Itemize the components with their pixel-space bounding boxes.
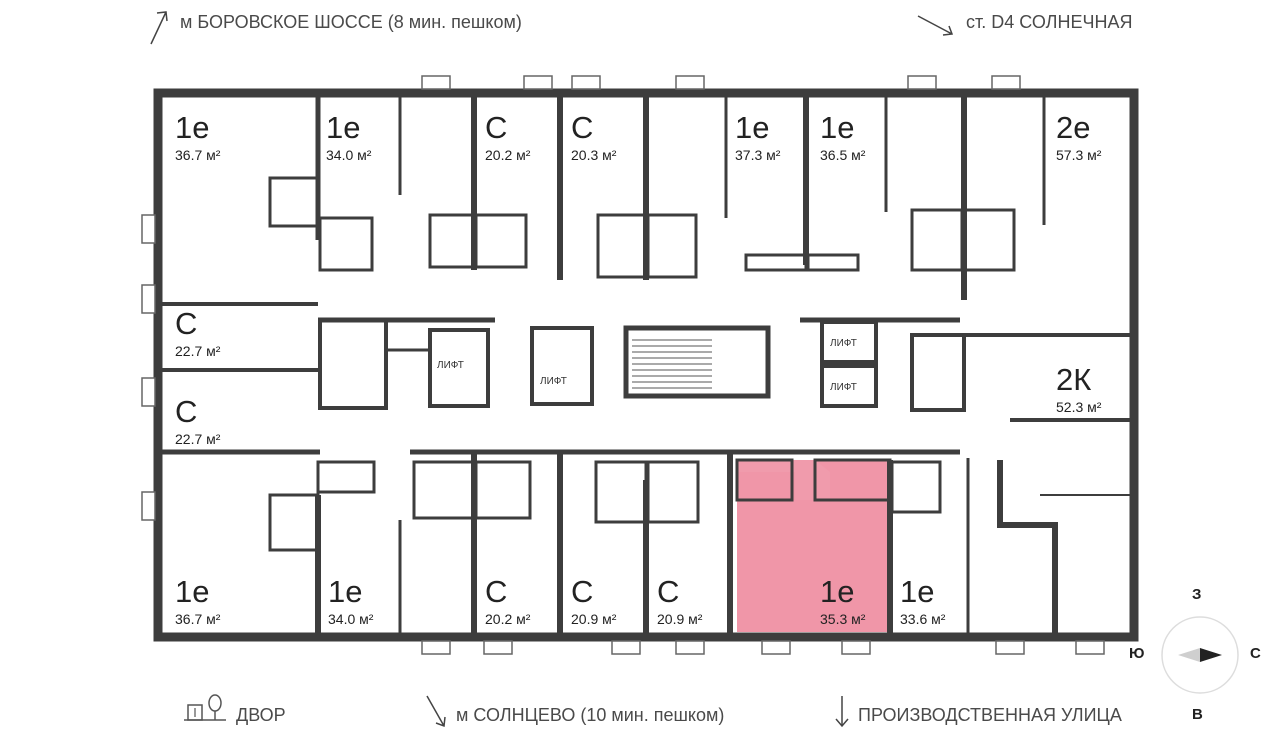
unit-area-label: 33.6 м² xyxy=(900,611,946,627)
unit-area-label: 22.7 м² xyxy=(175,343,221,359)
bathroom xyxy=(596,213,648,279)
compass-south-label: В xyxy=(1192,706,1203,723)
unit-type-label: 1е xyxy=(820,110,854,145)
compass-west-label: Ю xyxy=(1129,645,1145,662)
bathroom xyxy=(412,460,476,520)
unit-area-label: 36.7 м² xyxy=(175,147,221,163)
bathroom xyxy=(813,458,892,502)
unit-type-label: С xyxy=(571,574,593,609)
bathroom xyxy=(890,460,942,514)
bathroom xyxy=(962,208,1016,272)
unit-type-label: С xyxy=(485,574,507,609)
partition xyxy=(997,460,1058,637)
unit-type-label: 2е xyxy=(1056,110,1090,145)
lift-label: ЛИФТ xyxy=(437,360,464,371)
unit-area-label: 20.2 м² xyxy=(485,611,531,627)
unit-type-label: 1е xyxy=(175,574,209,609)
bathroom xyxy=(318,318,388,410)
lift-shaft xyxy=(530,326,594,406)
unit-area-label: 36.5 м² xyxy=(820,147,866,163)
bathroom xyxy=(268,176,320,228)
unit-area-label: 57.3 м² xyxy=(1056,147,1102,163)
arrow-down-icon xyxy=(835,696,849,728)
unit-type-label: 1е xyxy=(175,110,209,145)
unit-area-label: 37.3 м² xyxy=(735,147,781,163)
unit-type-label: 1е xyxy=(328,574,362,609)
unit-area-label: 20.9 м² xyxy=(657,611,703,627)
unit-type-label: 1е xyxy=(326,110,360,145)
bathroom xyxy=(318,216,374,272)
unit-area-label: 22.7 м² xyxy=(175,431,221,447)
unit-type-label: 1е xyxy=(900,574,934,609)
bathroom xyxy=(474,460,532,520)
direction-station-solnechnaya: ст. D4 СОЛНЕЧНАЯ xyxy=(966,12,1133,32)
bathroom xyxy=(806,253,860,272)
bathroom xyxy=(428,213,476,269)
unit-area-label: 36.7 м² xyxy=(175,611,221,627)
bathroom xyxy=(910,333,966,412)
bathroom xyxy=(744,253,808,272)
unit-type-label: С xyxy=(175,394,197,429)
compass-north-label: З xyxy=(1192,586,1202,603)
arrow-northeast-icon xyxy=(150,11,168,45)
arrow-southeast-icon xyxy=(426,695,446,728)
unit-area-label: 34.0 м² xyxy=(326,147,372,163)
unit-area-label: 34.0 м² xyxy=(328,611,374,627)
bathroom xyxy=(268,493,320,552)
compass-icon xyxy=(1161,616,1239,694)
unit-type-label: С xyxy=(175,306,197,341)
unit-type-label: С xyxy=(571,110,593,145)
yard-icon xyxy=(184,694,226,721)
lift-shaft xyxy=(428,328,490,408)
arrow-southeast-icon xyxy=(917,15,954,36)
bathroom xyxy=(474,213,528,269)
bathroom xyxy=(910,208,964,272)
unit-area-label: 52.3 м² xyxy=(1056,399,1102,415)
unit-area-label: 35.3 м² xyxy=(820,611,866,627)
unit-type-label: 1е xyxy=(820,574,854,609)
stairwell xyxy=(623,325,771,399)
windows xyxy=(141,75,1105,655)
stair-treads xyxy=(632,339,712,389)
bathroom xyxy=(316,460,376,494)
unit-type-label: С xyxy=(657,574,679,609)
unit-type-label: С xyxy=(485,110,507,145)
lift-label: ЛИФТ xyxy=(830,382,857,393)
bathroom xyxy=(646,460,700,524)
bathroom xyxy=(646,213,698,279)
direction-yard: ДВОР xyxy=(236,705,286,725)
unit-type-label: 1е xyxy=(735,110,769,145)
lift-label: ЛИФТ xyxy=(540,376,567,387)
bathroom xyxy=(594,460,648,524)
unit-area-label: 20.3 м² xyxy=(571,147,617,163)
lift-label: ЛИФТ xyxy=(830,338,857,349)
lift-shaft xyxy=(820,320,878,364)
direction-metro-solntsevo: м СОЛНЦЕВО (10 мин. пешком) xyxy=(456,705,725,725)
unit-type-label: 2К xyxy=(1056,362,1091,397)
direction-metro-borovskoe: м БОРОВСКОЕ ШОССЕ (8 мин. пешком) xyxy=(180,12,522,32)
unit-area-label: 20.2 м² xyxy=(485,147,531,163)
lift-shaft xyxy=(820,364,878,408)
unit-area-label: 20.9 м² xyxy=(571,611,617,627)
compass-east-label: С xyxy=(1250,645,1261,662)
bathroom xyxy=(735,458,794,502)
direction-proizvodstvennaya: ПРОИЗВОДСТВЕННАЯ УЛИЦА xyxy=(858,705,1122,725)
